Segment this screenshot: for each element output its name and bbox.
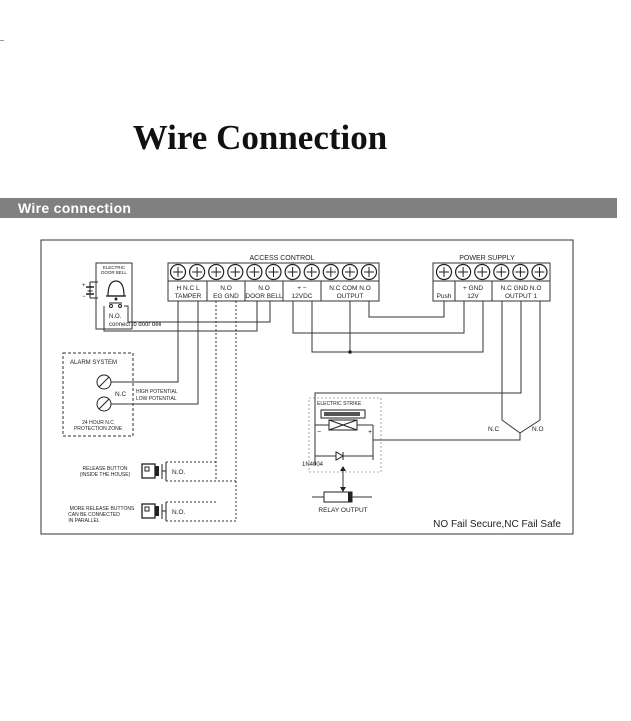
access-control-label-strip — [167, 280, 380, 302]
electric-strike-icon — [320, 409, 366, 431]
output-nc-label: N.C — [488, 426, 500, 433]
release1-no: N.O. — [172, 469, 186, 476]
door-bell-label-2: DOOR BELL — [101, 270, 127, 275]
release-button-icon-1 — [141, 462, 167, 481]
release2-no: N.O. — [172, 509, 186, 516]
wire-12v-gnd — [311, 301, 484, 353]
ac-eg-bottom: EG GND — [213, 293, 239, 300]
alarm-low: LOW POTENTIAL — [136, 396, 177, 402]
access-control-title: ACCESS CONTROL — [250, 255, 315, 262]
fail-mode-note: NO Fail Secure,NC Fail Safe — [433, 519, 561, 530]
ac-doorbell-top: N.O — [258, 285, 270, 292]
alarm-zone-2: PROTECTION ZONE — [74, 426, 123, 432]
alarm-wire-high — [111, 301, 179, 383]
release2-line1: MORE RELEASE BUTTONS — [70, 506, 135, 512]
output-no-label: N.O — [532, 426, 544, 433]
ac-12vdc-bottom: 12VDC — [292, 293, 313, 300]
power-supply-title: POWER SUPPLY — [459, 255, 515, 262]
strike-plus-wire — [372, 432, 521, 441]
wire-12v-plus — [292, 301, 465, 334]
release2-line3: IN PARALLEL — [68, 518, 100, 524]
release1-line1: RELEASE BUTTON — [83, 466, 128, 472]
alarm-wire-low — [111, 301, 199, 405]
door-bell-label-1: ELECTRIC — [103, 265, 126, 270]
strike-title: ELECTRIC STRIKE — [317, 401, 362, 407]
doorbell-wire-1 — [103, 301, 258, 332]
svg-text:−: − — [82, 294, 86, 300]
relay-output-icon — [312, 491, 372, 503]
alarm-terminal-2 — [96, 396, 112, 412]
wire-push — [368, 301, 445, 318]
page-title: Wire Connection — [132, 118, 388, 157]
alarm-system-box — [62, 352, 134, 437]
output-nc-wire — [501, 301, 521, 434]
ac-doorbell-bottom: DOOR BELL — [245, 293, 283, 300]
strike-minus: − — [317, 429, 321, 436]
relay-output-label: RELAY OUTPUT — [318, 507, 367, 514]
release2-line2: CAN BE CONNECTED — [68, 512, 120, 518]
alarm-title: ALARM SYSTEM — [70, 360, 117, 366]
access-control-screws — [169, 263, 378, 281]
release1-line2: (INSIDE THE HOUSE) — [80, 472, 131, 478]
strike-plus: + — [368, 429, 372, 436]
ps-output1-top: N.C GND N.O — [501, 285, 542, 292]
ac-tamper-bottom: TAMPER — [175, 293, 202, 300]
diagram-frame — [40, 239, 574, 535]
release-button-icon-2 — [141, 502, 167, 521]
door-bell-box — [95, 262, 133, 330]
doorbell-wire-2 — [124, 301, 271, 323]
svg-text:+: + — [82, 283, 86, 289]
bell-icon — [106, 280, 126, 301]
corner-mark — [0, 40, 4, 41]
door-bell-connect: connect to door bell — [109, 322, 161, 328]
ac-output-bottom: OUTPUT — [337, 293, 364, 300]
ps-push-label: Push — [437, 293, 452, 300]
power-supply-screws — [435, 263, 548, 281]
alarm-terminal-1 — [96, 374, 112, 390]
door-bell-no: N.O. — [109, 314, 122, 320]
output-no-wire — [519, 301, 541, 434]
ac-tamper-top: H N.C L — [176, 285, 200, 292]
ps-12v-bottom: 12V — [467, 293, 479, 300]
ps-output1-bottom: OUTPUT 1 — [505, 293, 537, 300]
ac-12vdc-top: + − — [297, 285, 307, 292]
strike-gnd-wire — [314, 301, 522, 465]
alarm-high: HIGH POTENTIAL — [136, 389, 178, 395]
diode-icon — [315, 451, 373, 461]
ps-12v-top: + GND — [463, 285, 483, 292]
section-header: Wire connection — [0, 198, 617, 218]
alarm-zone-1: 24 HOUR N.C — [82, 420, 114, 426]
ac-eg-top: N.O — [220, 285, 232, 292]
battery-icon: + − — [82, 281, 98, 300]
diode-label: 1N4004 — [302, 462, 324, 468]
ac-output-top: N.C COM N.O — [329, 285, 371, 292]
alarm-nc: N.C — [115, 391, 127, 398]
